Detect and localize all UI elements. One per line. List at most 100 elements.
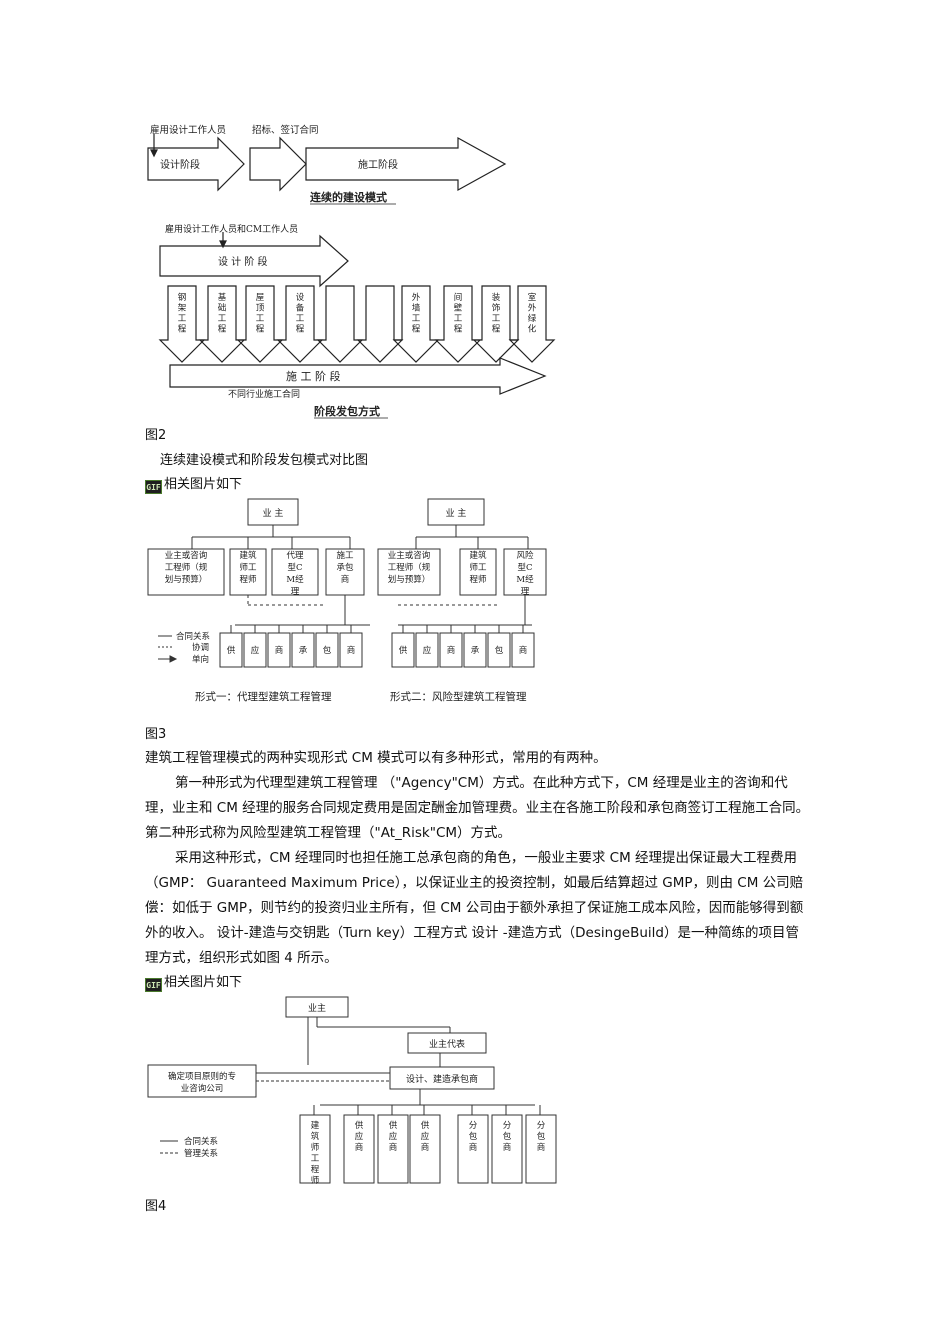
svg-text:施工: 施工 [336, 550, 354, 561]
paragraph-1: 建筑工程管理模式的两种实现形式 CM 模式可以有多种形式，常用的有两种。 [145, 750, 607, 766]
svg-text:业咨询公司: 业咨询公司 [181, 1083, 224, 1094]
svg-text:代理: 代理 [286, 550, 304, 561]
svg-text:供: 供 [389, 1120, 398, 1131]
figure-3-label: 图3 [145, 727, 167, 742]
svg-text:工: 工 [256, 314, 265, 324]
figure-3-box-labels: 业主或咨询工程师（规划与预算）建筑师工程师代理型CM经理施工承包商业主或咨询工程… [165, 550, 534, 656]
sub-box-left [291, 632, 315, 668]
design-phase-arrow [147, 136, 245, 192]
svg-text:化: 化 [528, 324, 537, 335]
sub-box-right [487, 632, 511, 668]
svg-text:工程师（规: 工程师（规 [165, 562, 208, 573]
fig4-sub-box [491, 1114, 523, 1184]
design-phase-label-b: 设 计 阶 段 [218, 255, 268, 268]
svg-text:业主或咨询: 业主或咨询 [388, 550, 431, 561]
related-images-label-1[interactable]: 相关图片如下 [164, 477, 243, 492]
sub-label-left: 应 [251, 645, 260, 656]
sub-label-right: 包 [495, 645, 504, 656]
svg-text:绿: 绿 [528, 313, 537, 324]
svg-text:钢: 钢 [178, 292, 187, 303]
svg-text:师: 师 [311, 1175, 320, 1186]
svg-text:商: 商 [537, 1142, 546, 1153]
svg-text:装: 装 [492, 292, 501, 303]
svg-text:壁: 壁 [454, 303, 463, 314]
svg-text:建筑: 建筑 [239, 550, 257, 561]
svg-text:供: 供 [421, 1120, 430, 1131]
fig4-sub-box [525, 1114, 557, 1184]
svg-text:顶: 顶 [256, 304, 265, 314]
svg-text:筑: 筑 [311, 1131, 320, 1142]
svg-text:程: 程 [178, 325, 187, 335]
sequential-mode-diagram [147, 134, 507, 192]
sub-label-right: 商 [447, 645, 456, 656]
svg-text:程: 程 [296, 325, 305, 335]
sub-label-left: 承 [299, 646, 308, 656]
svg-text:础: 础 [218, 303, 227, 314]
svg-text:室: 室 [528, 292, 537, 303]
gif-image-icon[interactable]: GIF [145, 480, 162, 494]
svg-text:工: 工 [178, 314, 187, 324]
fig4-sub-label: 供应商 [421, 1120, 430, 1153]
design-phase-label: 设计阶段 [160, 158, 200, 171]
svg-text:师工: 师工 [469, 562, 487, 573]
svg-text:业主或咨询: 业主或咨询 [165, 550, 208, 561]
cm-box-left [271, 548, 319, 596]
svg-text:建筑: 建筑 [469, 550, 487, 561]
phased-mode-diagram [158, 232, 556, 395]
svg-text:设: 设 [296, 292, 305, 303]
svg-text:分: 分 [503, 1121, 512, 1131]
gif-image-icon[interactable]: GIF [145, 978, 162, 992]
work-package-arrow [434, 285, 482, 363]
svg-text:商: 商 [421, 1142, 430, 1153]
sub-box-right [439, 632, 463, 668]
form-one-caption: 形式一：代理型建筑工程管理 [195, 690, 332, 703]
svg-text:分: 分 [469, 1121, 478, 1131]
svg-text:间: 间 [454, 293, 463, 303]
svg-text:师: 师 [311, 1142, 320, 1153]
construction-phase-label-a: 施工阶段 [358, 158, 398, 171]
fig4-sub-box [377, 1114, 409, 1184]
svg-text:工: 工 [492, 314, 501, 324]
svg-text:包: 包 [537, 1131, 546, 1142]
svg-text:程: 程 [492, 325, 501, 335]
svg-text:师工: 师工 [239, 562, 257, 573]
svg-text:包: 包 [469, 1131, 478, 1142]
svg-text:M经: M经 [516, 574, 534, 585]
owner-label-left: 业 主 [263, 507, 284, 519]
svg-text:M经: M经 [286, 574, 304, 585]
legend-management-label: 管理关系 [184, 1148, 218, 1159]
svg-text:建: 建 [311, 1120, 320, 1131]
sub-box-left [315, 632, 339, 668]
svg-text:型C: 型C [517, 563, 532, 573]
owner-rep-label: 业主代表 [429, 1038, 465, 1050]
svg-text:型C: 型C [287, 563, 302, 573]
subcontractor-boxes-right [391, 625, 535, 668]
sub-box-left [339, 632, 363, 668]
work-package-arrow [236, 285, 284, 363]
paragraph-2: 第一种形式为代理型建筑工程管理 （"Agency"CM）方式。在此种方式下，CM… [145, 775, 810, 841]
svg-text:应: 应 [421, 1131, 430, 1142]
svg-text:商: 商 [355, 1142, 364, 1153]
fig4-sub-label: 供应商 [389, 1120, 398, 1153]
construction-phase-label-b: 施 工 阶 段 [286, 369, 341, 383]
owner-label: 业主 [308, 1002, 326, 1014]
svg-text:工: 工 [412, 314, 421, 324]
svg-text:工: 工 [454, 314, 463, 324]
svg-text:划与预算）: 划与预算） [388, 574, 431, 585]
sub-box-left [219, 632, 243, 668]
work-package-arrow [316, 285, 364, 363]
related-images-label-2[interactable]: 相关图片如下 [164, 975, 243, 990]
hire-designers-cm-label: 雇用设计工作人员和CM工作人员 [165, 223, 298, 235]
svg-text:划与预算）: 划与预算） [165, 574, 208, 585]
